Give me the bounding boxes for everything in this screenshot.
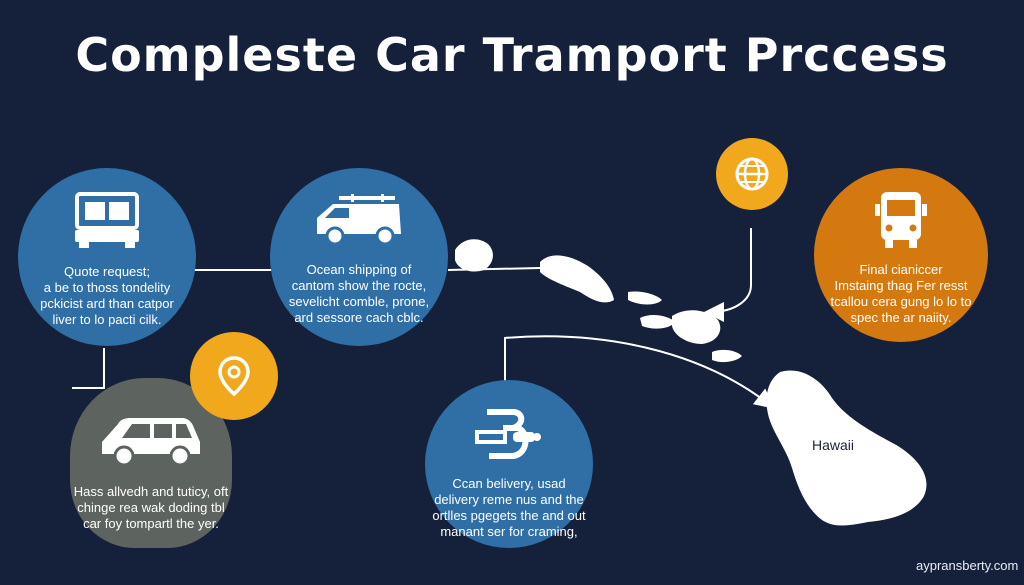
step-ocean-shipping: Ocean shipping of cantom show the rocte,… (270, 168, 448, 346)
step-pickup-text: Hass allvedh and tuticy, oft chinge rea … (74, 484, 228, 532)
step-quote-line-1: Quote request; (64, 264, 150, 279)
footer-website: aypransberty.com (916, 558, 1019, 573)
step-pickup-line-3: car foy tompartl the yer. (83, 516, 219, 531)
step-final-text: Final cianiccer Imstaing thag Fer resst … (831, 262, 972, 326)
step-final-line-3: tcallou cera gung lo lo to (830, 294, 972, 309)
island-molokai (628, 291, 662, 305)
page-title: Compleste Car Tramport Prccess (75, 28, 949, 82)
island-kahoolawe (712, 349, 742, 363)
van-icon (317, 194, 401, 246)
step-pickup-line-1: Hass allvedh and tuticy, oft (73, 484, 229, 499)
step-ocean-line-3: sevelicht comble, prone, (288, 294, 430, 309)
location-badge (190, 332, 278, 420)
connector-globe-to-map (704, 228, 752, 322)
hawaii-islands-map (455, 239, 927, 526)
step-final-line-2: Imstaing thag Fer resst (834, 278, 968, 293)
step-delivery-line-3: ortlles pgegets the and out (432, 508, 586, 523)
step-delivery-line-1: Ccan belivery, usad (452, 476, 566, 491)
step-ocean-line-4: ard sessore cach cblc. (294, 310, 424, 325)
step-ocean-line-1: Ocean shipping of (306, 262, 412, 277)
step-quote-text: Quote request; a be to thoss tondelity p… (40, 264, 174, 328)
step-final: Final cianiccer Imstaing thag Fer resst … (814, 168, 988, 342)
connector-delivery-to-hawaii (504, 335, 775, 409)
car-icon (102, 418, 200, 467)
delivery-symbol-icon (475, 409, 541, 459)
step-final-line-1: Final cianiccer (859, 262, 943, 277)
location-pin-icon (218, 356, 250, 396)
island-big-island (766, 370, 927, 526)
step-final-line-4: spec the ar naiity. (850, 310, 952, 325)
island-maui (672, 310, 721, 344)
step-delivery: Ccan belivery, usad delivery reme nus an… (425, 380, 593, 548)
step-delivery-text: Ccan belivery, usad delivery reme nus an… (432, 476, 585, 540)
connector-ocean-to-map (447, 267, 541, 271)
step-ocean-text: Ocean shipping of cantom show the rocte,… (289, 262, 429, 326)
globe-badge (716, 138, 788, 210)
step-ocean-line-2: cantom show the rocte, (291, 278, 427, 293)
map-label-hawaii: Hawaii (812, 437, 855, 453)
island-kauai (455, 239, 493, 272)
globe-icon (735, 157, 769, 191)
step-pickup-line-2: chinge rea wak doding tbl (77, 500, 225, 515)
connector-quote-down (72, 348, 105, 389)
step-quote-line-4: liver to lo pacti cilk. (52, 312, 162, 327)
step-quote-line-3: pckicist ard than catpor (40, 296, 174, 311)
bus-icon (875, 192, 927, 248)
island-oahu (540, 255, 614, 303)
truck-front-icon (75, 192, 139, 248)
step-delivery-line-2: delivery reme nus and the (434, 492, 584, 507)
step-quote-request: Quote request; a be to thoss tondelity p… (18, 168, 196, 346)
island-lanai (640, 315, 676, 329)
step-quote-line-2: a be to thoss tondelity (43, 280, 171, 295)
step-delivery-line-4: manant ser for craming, (440, 524, 578, 539)
